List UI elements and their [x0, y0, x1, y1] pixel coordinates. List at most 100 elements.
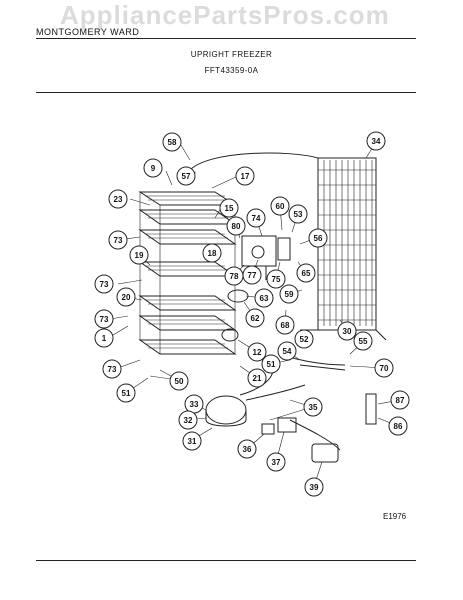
callout-59-label: 59: [285, 290, 294, 299]
callout-23: [108, 189, 128, 209]
callout-51-upper-label: 51: [267, 360, 276, 369]
callout-53: [288, 204, 308, 224]
callout-80: [226, 216, 246, 236]
drain-pan: [311, 443, 339, 463]
callout-57: [176, 166, 196, 186]
callout-55: [353, 331, 373, 351]
callout-31-label: 31: [188, 437, 197, 446]
callout-56: [308, 228, 328, 248]
callout-73-low-label: 73: [100, 315, 109, 324]
suction-tube: [189, 152, 319, 171]
callout-9-label: 9: [151, 164, 156, 173]
callout-32-label: 32: [184, 416, 193, 425]
light-socket: [221, 328, 239, 342]
callout-70: [374, 358, 394, 378]
callout-57-label: 57: [182, 172, 191, 181]
callout-55-label: 55: [359, 337, 368, 346]
header-rule: [36, 92, 416, 93]
callout-58-label: 58: [168, 138, 177, 147]
callout-65-label: 65: [302, 269, 311, 278]
callout-73-bottom-label: 73: [108, 365, 117, 374]
figure-code: E1976: [383, 512, 407, 521]
callout-51-lower-label: 51: [122, 389, 131, 398]
callout-58: [162, 132, 182, 152]
shelf-evaporator: [138, 191, 237, 355]
callout-20-label: 20: [122, 293, 131, 302]
callout-12-label: 12: [253, 348, 262, 357]
callout-33-label: 33: [190, 400, 199, 409]
callout-18: [202, 243, 222, 263]
discharge-tube: [245, 384, 306, 401]
callout-35-label: 35: [309, 403, 318, 412]
callout-56-label: 56: [314, 234, 323, 243]
callout-36-label: 36: [243, 445, 252, 454]
callout-87-label: 87: [396, 396, 405, 405]
callout-23-label: 23: [114, 195, 123, 204]
callout-51-lower: [116, 383, 136, 403]
callout-19-label: 19: [135, 251, 144, 260]
callout-73-top: [108, 230, 128, 250]
callout-35: [303, 397, 323, 417]
callout-80-label: 80: [232, 222, 241, 231]
defrost-heater: [365, 393, 377, 425]
callout-75: [266, 269, 286, 289]
callout-53-label: 53: [294, 210, 303, 219]
overload: [277, 417, 297, 433]
callout-60-label: 60: [276, 202, 285, 211]
callout-39-label: 39: [310, 483, 319, 492]
callout-34-label: 34: [372, 137, 381, 146]
callout-74-label: 74: [252, 214, 261, 223]
callout-37-label: 37: [272, 458, 281, 467]
callout-62-label: 62: [251, 314, 260, 323]
callout-65: [296, 263, 316, 283]
callout-31: [182, 431, 202, 451]
callout-63: [254, 288, 274, 308]
callout-12: [247, 342, 267, 362]
page-title: UPRIGHT FREEZER: [190, 50, 273, 59]
callout-75-label: 75: [272, 275, 281, 284]
callout-15-label: 15: [225, 204, 234, 213]
callout-20: [116, 287, 136, 307]
callout-60: [270, 196, 290, 216]
callout-68-label: 68: [281, 321, 290, 330]
top-rule: [36, 38, 416, 39]
callout-50: [169, 371, 189, 391]
callout-77-label: 77: [248, 271, 257, 280]
section-header: MONTGOMERY WARD: [36, 27, 140, 37]
callout-17-label: 17: [241, 172, 250, 181]
callout-21: [247, 368, 267, 388]
compressor: [205, 395, 247, 427]
callout-32: [178, 410, 198, 430]
model-number: FFT43359-0A: [204, 66, 259, 75]
callout-36: [237, 439, 257, 459]
callout-68: [275, 315, 295, 335]
callout-15: [219, 198, 239, 218]
callout-30-label: 30: [343, 327, 352, 336]
callout-86: [388, 416, 408, 436]
callout-70-label: 70: [380, 364, 389, 373]
condenser-coil: [300, 157, 387, 341]
callout-87: [390, 390, 410, 410]
callout-73-mid: [94, 274, 114, 294]
callout-50-label: 50: [175, 377, 184, 386]
callout-52-label: 52: [300, 335, 309, 344]
bottom-rule: [36, 560, 416, 561]
callout-39: [304, 477, 324, 497]
callout-30: [337, 321, 357, 341]
callout-73-low: [94, 309, 114, 329]
relay: [261, 423, 275, 435]
callout-74: [246, 208, 266, 228]
callout-54: [277, 341, 297, 361]
callout-34: [366, 131, 386, 151]
callout-73-top-label: 73: [114, 236, 123, 245]
callout-59: [279, 284, 299, 304]
callout-86-label: 86: [394, 422, 403, 431]
callout-1-label: 1: [102, 334, 107, 343]
callout-73-mid-label: 73: [100, 280, 109, 289]
callout-19: [129, 245, 149, 265]
callout-1: [94, 328, 114, 348]
callout-18-label: 18: [208, 249, 217, 258]
callout-51-upper: [261, 354, 281, 374]
callout-17: [235, 166, 255, 186]
